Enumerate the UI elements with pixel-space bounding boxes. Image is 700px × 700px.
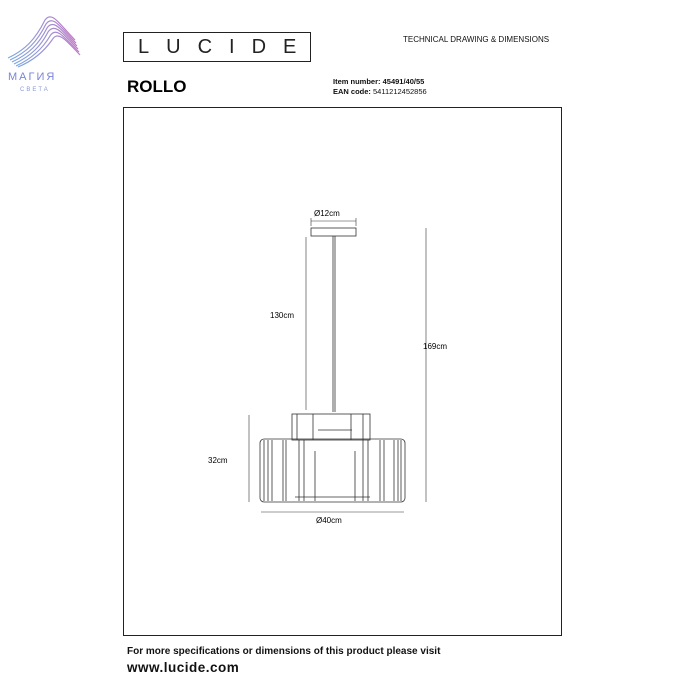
item-number: Item number: 45491/40/55: [333, 77, 425, 86]
canopy: [310, 227, 357, 237]
shade-diameter-label: Ø40cm: [316, 516, 342, 525]
product-name: ROLLO: [127, 77, 187, 96]
lower-shade: [259, 438, 406, 503]
header-title: TECHNICAL DRAWING & DIMENSIONS: [403, 35, 550, 44]
lucide-logo: LUCIDE: [123, 32, 311, 62]
total-height-label: 169cm: [423, 342, 447, 351]
footer-text: For more specifications or dimensions of…: [127, 646, 441, 657]
drawing-frame: [123, 107, 562, 636]
shade-slats: [263, 414, 402, 501]
brand-subname: СВЕТА: [20, 87, 50, 93]
cable-length-label: 130cm: [270, 311, 294, 320]
footer-link[interactable]: www.lucide.com: [127, 660, 240, 675]
shade-height-label: 32cm: [208, 456, 228, 465]
brand-logo: МАГИЯ СВЕТА: [7, 16, 81, 93]
upper-shade: [291, 413, 371, 441]
ean-code: EAN code: 5411212452856: [333, 87, 427, 96]
brand-name: МАГИЯ: [8, 71, 56, 83]
canopy-diameter-label: Ø12cm: [314, 209, 340, 218]
dimension-lines: [248, 218, 427, 513]
